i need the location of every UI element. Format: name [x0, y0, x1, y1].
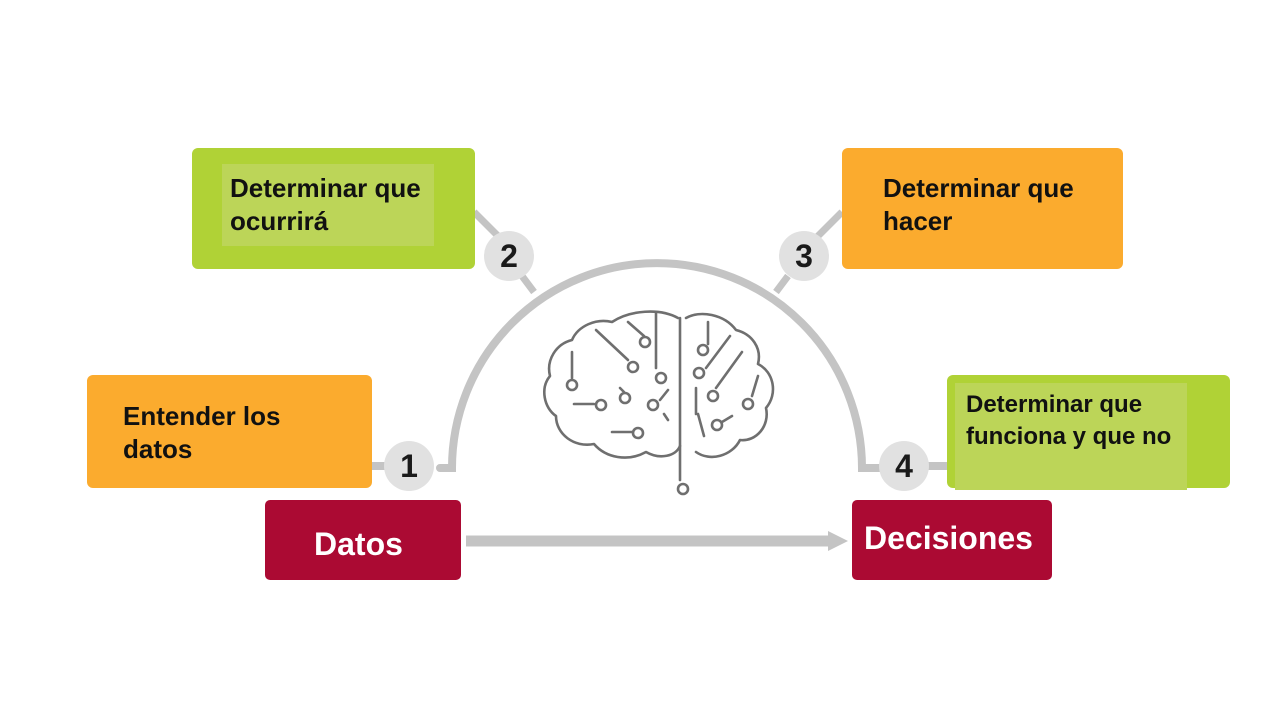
flow-arrow: [466, 531, 848, 551]
step-1-number: 1: [384, 441, 434, 491]
decisiones-label: Decisiones: [864, 520, 1033, 556]
step-1-label: Entender los datos: [123, 401, 281, 464]
step-3-label: Determinar que hacer: [883, 173, 1074, 236]
step-2-label-panel: [222, 164, 434, 246]
connector-step-3: [813, 209, 845, 241]
step-2-number: 2: [484, 231, 534, 281]
step-4-number: 4: [879, 441, 929, 491]
decisiones-box: Decisiones: [852, 500, 1052, 580]
brain-circuit-icon: [543, 310, 775, 496]
step-3-box: Determinar que hacer: [842, 148, 1123, 269]
step-3-number: 3: [779, 231, 829, 281]
arc-link-3: [773, 273, 791, 295]
step-4-box: Determinar que funciona y que no: [947, 375, 1230, 490]
step-4-label: Determinar que funciona y que no: [966, 391, 1172, 450]
arc-link-2: [519, 273, 537, 295]
step-2-box: Determinar que ocurrirá: [192, 148, 475, 269]
process-arc: [436, 259, 884, 472]
datos-box: Datos: [265, 500, 461, 580]
step-1-box: Entender los datos: [87, 375, 372, 488]
datos-label: Datos: [314, 526, 403, 562]
step-4-label-panel: [955, 383, 1187, 490]
step-2-label: Determinar que ocurrirá: [230, 173, 421, 236]
